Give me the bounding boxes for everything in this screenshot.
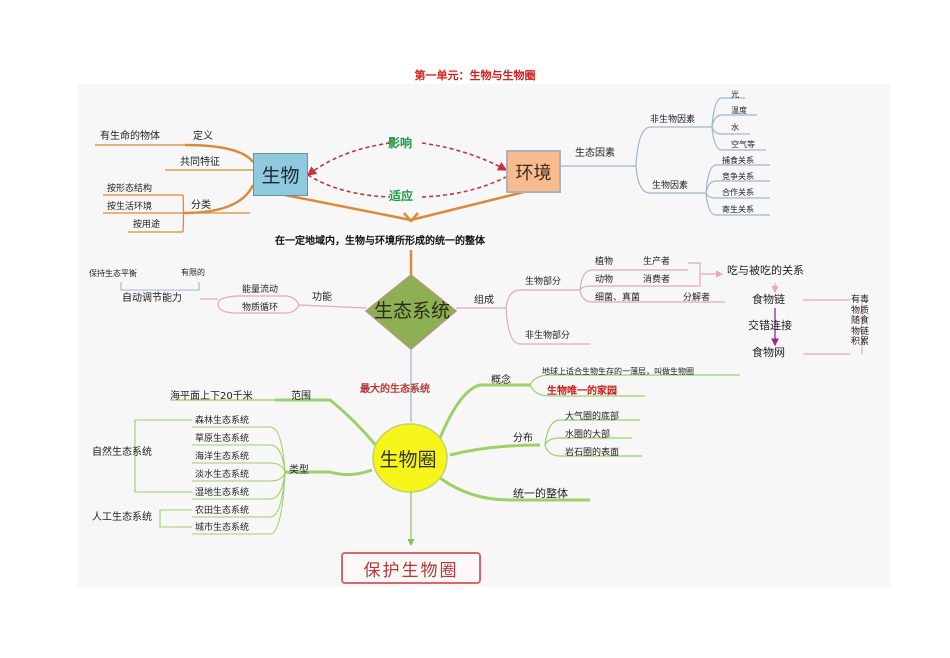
organism-role: 分解者 xyxy=(683,293,711,303)
organism-type: 动物 xyxy=(595,275,614,285)
largest-ecosystem-label: 最大的生态系统 xyxy=(360,384,430,395)
biotic-part-label: 生物部分 xyxy=(525,277,562,287)
classification-branch: 分类 xyxy=(191,200,211,211)
biotic-factors-label: 生物因素 xyxy=(652,181,689,191)
organism-node: 生物 xyxy=(253,153,308,196)
toxin-note-line: 有毒 xyxy=(851,295,870,305)
artificial-ecosystems-label: 人工生态系统 xyxy=(92,512,152,523)
ecological-factors-branch: 生态因素 xyxy=(575,148,615,159)
page-title: 第一单元：生物与生物圈 xyxy=(414,69,536,82)
toxin-note-line: 随食 xyxy=(851,316,870,326)
ecosystem-type: 草原生态系统 xyxy=(195,434,250,444)
definition-value: 有生命的物体 xyxy=(100,131,160,142)
types-branch: 类型 xyxy=(289,465,309,476)
classification-item: 按生活环境 xyxy=(107,202,153,212)
function-item: 能量流动 xyxy=(242,285,279,295)
eat-relation: 吃与被吃的关系 xyxy=(727,264,804,277)
food-web: 食物网 xyxy=(752,346,785,359)
distribution-item: 岩石圈的表面 xyxy=(565,448,620,458)
organism-type: 植物 xyxy=(595,257,614,267)
concept-definition: 地球上适合生物生存的一薄层，叫做生物圈 xyxy=(542,367,694,376)
biosphere-node: 生物圈 xyxy=(379,449,437,471)
ecosystem-type: 湿地生态系统 xyxy=(195,488,250,498)
biotic-factor: 捕食关系 xyxy=(722,156,754,165)
organism-role: 生产者 xyxy=(643,257,671,267)
abiotic-factor: 光 xyxy=(731,90,739,99)
only-home-label: 生物唯一的家园 xyxy=(547,386,617,397)
distribution-branch: 分布 xyxy=(513,433,533,444)
self-regulation: 自动调节能力 xyxy=(122,293,182,304)
classification-item: 按形态结构 xyxy=(107,184,153,194)
maintain-balance: 保持生态平衡 xyxy=(89,269,137,278)
ecosystem-type: 海洋生态系统 xyxy=(195,452,250,462)
concept-branch: 概念 xyxy=(491,375,511,386)
natural-ecosystems-label: 自然生态系统 xyxy=(92,447,152,458)
ecosystem-type: 淡水生态系统 xyxy=(195,470,250,480)
classification-item: 按用途 xyxy=(133,220,161,230)
unified-whole-branch: 统一的整体 xyxy=(513,487,568,500)
range-value: 海平面上下20千米 xyxy=(170,391,253,402)
toxin-note-line: 物质 xyxy=(851,305,870,316)
distribution-item: 水圈的大部 xyxy=(565,430,611,440)
limited-label: 有限的 xyxy=(181,268,205,277)
distribution-item: 大气圈的底部 xyxy=(565,412,620,422)
biotic-factor: 合作关系 xyxy=(722,188,754,197)
abiotic-part-label: 非生物部分 xyxy=(525,331,571,341)
definition-branch: 定义 xyxy=(193,131,213,142)
abiotic-factor: 水 xyxy=(731,123,739,132)
function-branch: 功能 xyxy=(312,292,332,303)
abiotic-factor: 温度 xyxy=(731,106,747,115)
ecosystem-node: 生态系统 xyxy=(373,300,450,322)
common-features-branch: 共同特征 xyxy=(180,157,220,168)
ecosystem-type: 城市生态系统 xyxy=(195,523,250,533)
organism-role: 消费者 xyxy=(643,275,671,285)
range-branch: 范围 xyxy=(291,391,311,402)
influence-label: 影响 xyxy=(388,136,413,150)
toxin-note-line: 物链 xyxy=(851,326,870,337)
composition-branch: 组成 xyxy=(474,295,494,306)
organism-type: 细菌、真菌 xyxy=(595,293,641,303)
abiotic-factors-label: 非生物因素 xyxy=(650,115,696,125)
toxin-note-line: 积累 xyxy=(851,337,870,347)
ecosystem-type: 农田生态系统 xyxy=(195,506,250,516)
mindmap-canvas xyxy=(78,84,890,587)
interlink-label: 交错连接 xyxy=(748,319,792,332)
biotic-factor: 竞争关系 xyxy=(722,172,754,181)
ecosystem-type: 森林生态系统 xyxy=(195,416,250,426)
protect-biosphere-node: 保护生物圈 xyxy=(341,552,481,584)
toxin-note: 有毒 物质 随食 物链 积累 xyxy=(851,295,869,348)
biosphere-circle xyxy=(372,423,448,493)
environment-node: 环境 xyxy=(506,150,561,193)
abiotic-factor: 空气等 xyxy=(731,140,755,149)
adapt-label: 适应 xyxy=(389,189,414,203)
ecosystem-definition: 在一定地域内，生物与环境所形成的统一的整体 xyxy=(275,236,485,247)
function-item: 物质循环 xyxy=(242,303,279,313)
biotic-factor: 寄生关系 xyxy=(722,205,754,214)
food-chain: 食物链 xyxy=(752,293,785,306)
